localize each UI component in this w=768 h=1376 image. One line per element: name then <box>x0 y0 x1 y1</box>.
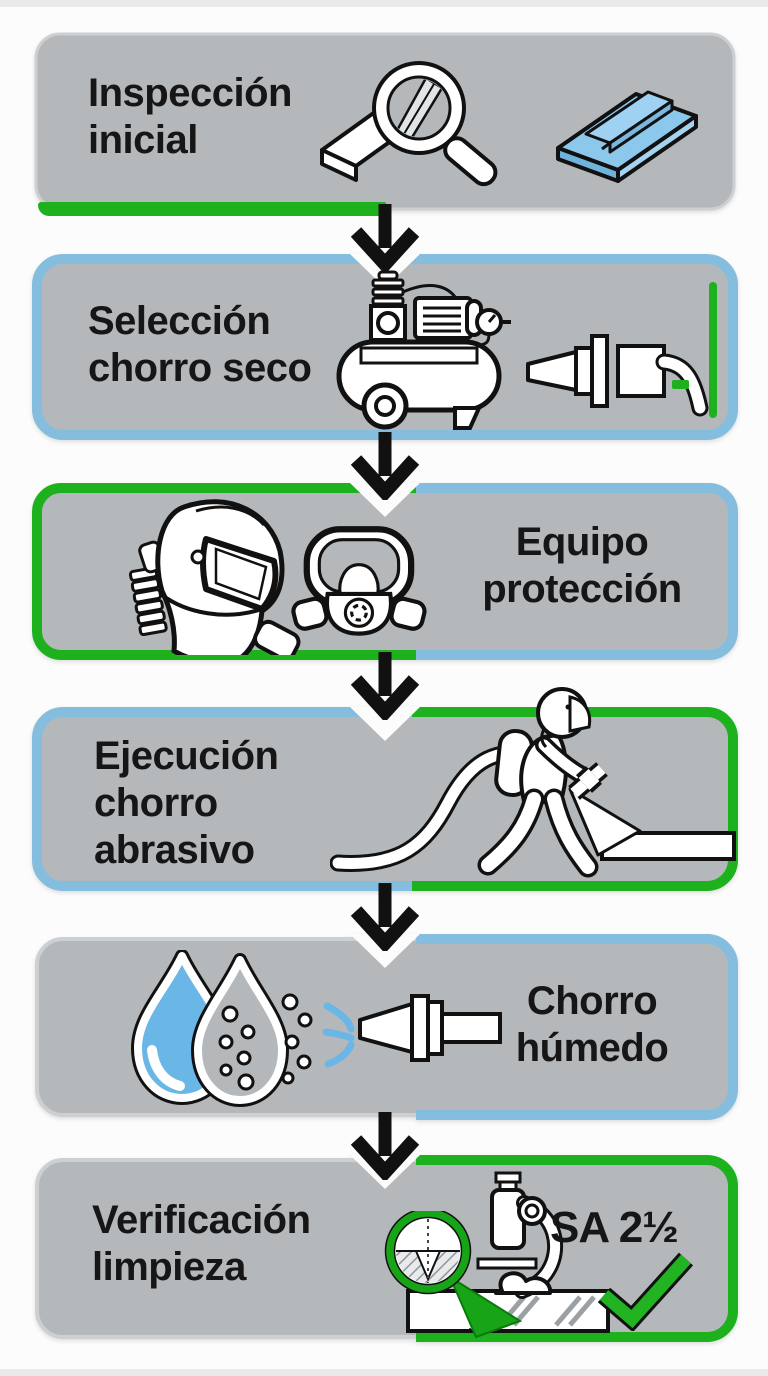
down-arrow-icon <box>350 432 420 500</box>
step3-line2: protección <box>482 567 682 611</box>
step4-line3: abrasivo <box>94 828 255 872</box>
step-seleccion-chorro-seco: Selección chorro seco <box>32 254 738 440</box>
sa-standard-badge: SA 2½ <box>550 1203 679 1252</box>
step2-label: Selección chorro seco <box>88 298 312 392</box>
step5-line2: húmedo <box>515 1026 669 1070</box>
step5-label: Chorro húmedo <box>452 978 732 1072</box>
step-equipo-proteccion: Equipo protección <box>32 483 738 660</box>
spray-lines <box>322 1002 355 1068</box>
green-marker-dash <box>672 380 689 389</box>
respirator-mask-icon <box>291 526 427 636</box>
step-inspeccion-inicial: Inspección inicial <box>32 30 738 216</box>
surface-profile-magnifier-icon <box>384 1211 523 1339</box>
step4-label: Ejecución chorro abrasivo <box>94 733 279 874</box>
step1-line2: inicial <box>88 118 198 162</box>
step-ejecucion-chorro-abrasivo: Ejecución chorro abrasivo <box>32 687 738 891</box>
step6-label: Verificación limpieza <box>92 1197 311 1291</box>
page-edge-bottom <box>0 1369 768 1376</box>
step6-line1: Verificación <box>92 1198 311 1242</box>
down-arrow-icon <box>350 883 420 951</box>
step1-line1: Inspección <box>88 71 292 115</box>
step4-line1: Ejecución <box>94 734 279 778</box>
welded-plate-icon <box>556 90 698 183</box>
water-droplets-icon <box>131 950 502 1107</box>
air-compressor-icon <box>336 270 511 430</box>
down-arrow-icon <box>350 1112 420 1180</box>
step5-line1: Chorro <box>526 979 658 1023</box>
magnifier-steel-icon <box>320 61 498 187</box>
down-arrow-icon <box>350 652 420 720</box>
blast-helmet-icon <box>128 499 301 655</box>
green-marker-line <box>709 282 717 418</box>
step2-line2: chorro seco <box>88 346 312 390</box>
page-edge-top <box>0 0 768 7</box>
step2-line1: Selección <box>88 299 271 343</box>
down-arrow-icon <box>350 204 420 272</box>
step6-line2: limpieza <box>92 1245 246 1289</box>
green-border-segment <box>38 202 386 216</box>
checkmark-icon <box>597 1252 694 1331</box>
step-chorro-humedo: Chorro húmedo <box>32 934 738 1120</box>
step3-line1: Equipo <box>515 520 649 564</box>
step4-line2: chorro <box>94 781 218 825</box>
bubbles <box>218 993 313 1091</box>
step3-label: Equipo protección <box>442 519 722 613</box>
sandblasting-worker-icon <box>330 687 736 878</box>
step-verificacion-limpieza: Verificación limpieza <box>32 1155 738 1342</box>
step1-label: Inspección inicial <box>88 70 292 164</box>
blast-nozzle-hose-icon <box>526 334 709 417</box>
